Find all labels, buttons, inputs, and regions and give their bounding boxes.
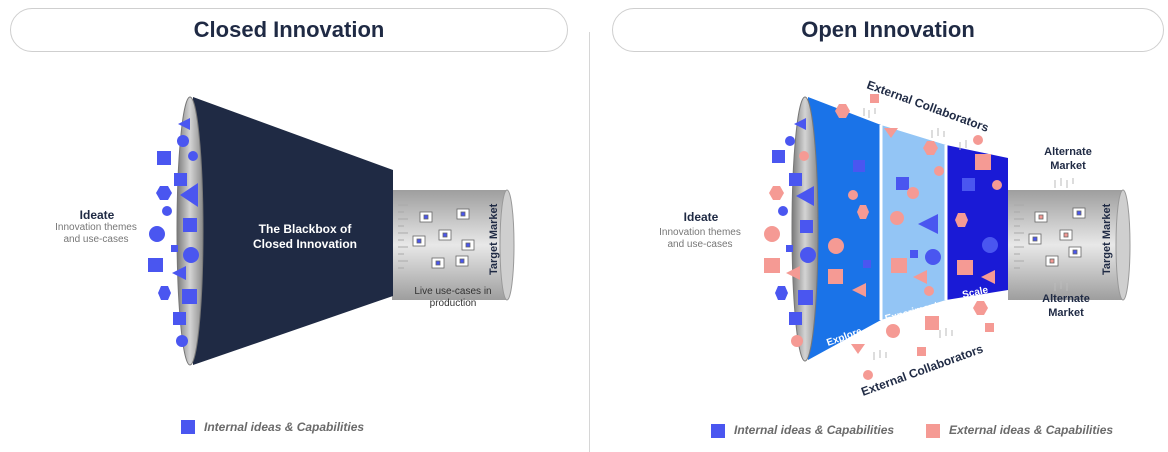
legend-external: External ideas & Capabilities xyxy=(949,423,1114,437)
blackbox-label: The Blackbox of Closed Innovation xyxy=(230,222,380,252)
panel-divider xyxy=(589,32,590,452)
alternate-market-top-l1: Alternate xyxy=(1044,146,1092,158)
legend-internal-left: Internal ideas & Capabilities xyxy=(204,420,365,434)
right-ideate-label: Ideate xyxy=(683,210,719,224)
open-target-cylinder-end xyxy=(1115,189,1131,301)
internal-idea-shapes xyxy=(148,118,199,347)
open-product-boxes xyxy=(1028,207,1086,267)
blackbox-line1: The Blackbox of xyxy=(258,222,352,236)
alternate-market-top-l2: Market xyxy=(1050,160,1086,172)
left-ideate-label: Ideate xyxy=(79,208,115,222)
target-market-right: Target Market xyxy=(1101,203,1113,275)
open-internal-shapes xyxy=(772,118,998,325)
target-market-left: Target Market xyxy=(488,203,500,275)
legend-internal-swatch-right xyxy=(711,424,725,438)
open-funnel xyxy=(764,94,1131,380)
live-line1: Live use-cases in xyxy=(414,286,492,297)
closed-innovation-title: Closed Innovation xyxy=(10,8,568,52)
legend-external-swatch xyxy=(926,424,940,438)
right-ideate-sub: Innovation themes and use-cases xyxy=(659,227,741,250)
legend-internal-swatch-left xyxy=(181,420,195,434)
target-cylinder-end xyxy=(499,189,515,301)
target-cylinder xyxy=(392,190,507,300)
closed-funnel xyxy=(148,96,515,366)
legend-internal-right: Internal ideas & Capabilities xyxy=(734,423,895,437)
alternate-market-bottom-l1: Alternate xyxy=(1042,293,1090,305)
open-external-shapes xyxy=(764,94,1002,380)
live-use-cases-label: Live use-cases in production xyxy=(398,286,508,310)
open-innovation-title: Open Innovation xyxy=(612,8,1164,52)
alternate-market-bottom-l2: Market xyxy=(1048,307,1084,319)
left-ideate-sub: Innovation themes and use-cases xyxy=(55,222,137,245)
open-ruler-ticks xyxy=(1014,204,1024,269)
stage-scale-label: Scale xyxy=(961,285,989,301)
open-target-cylinder xyxy=(1008,190,1123,300)
collaborator-ticks xyxy=(863,108,1074,360)
stage-explore xyxy=(808,97,881,360)
ruler-ticks xyxy=(398,204,408,269)
live-line2: production xyxy=(429,298,477,309)
blackbox-line2: Closed Innovation xyxy=(252,237,357,251)
product-boxes xyxy=(412,208,475,269)
blackbox-funnel xyxy=(193,97,393,365)
